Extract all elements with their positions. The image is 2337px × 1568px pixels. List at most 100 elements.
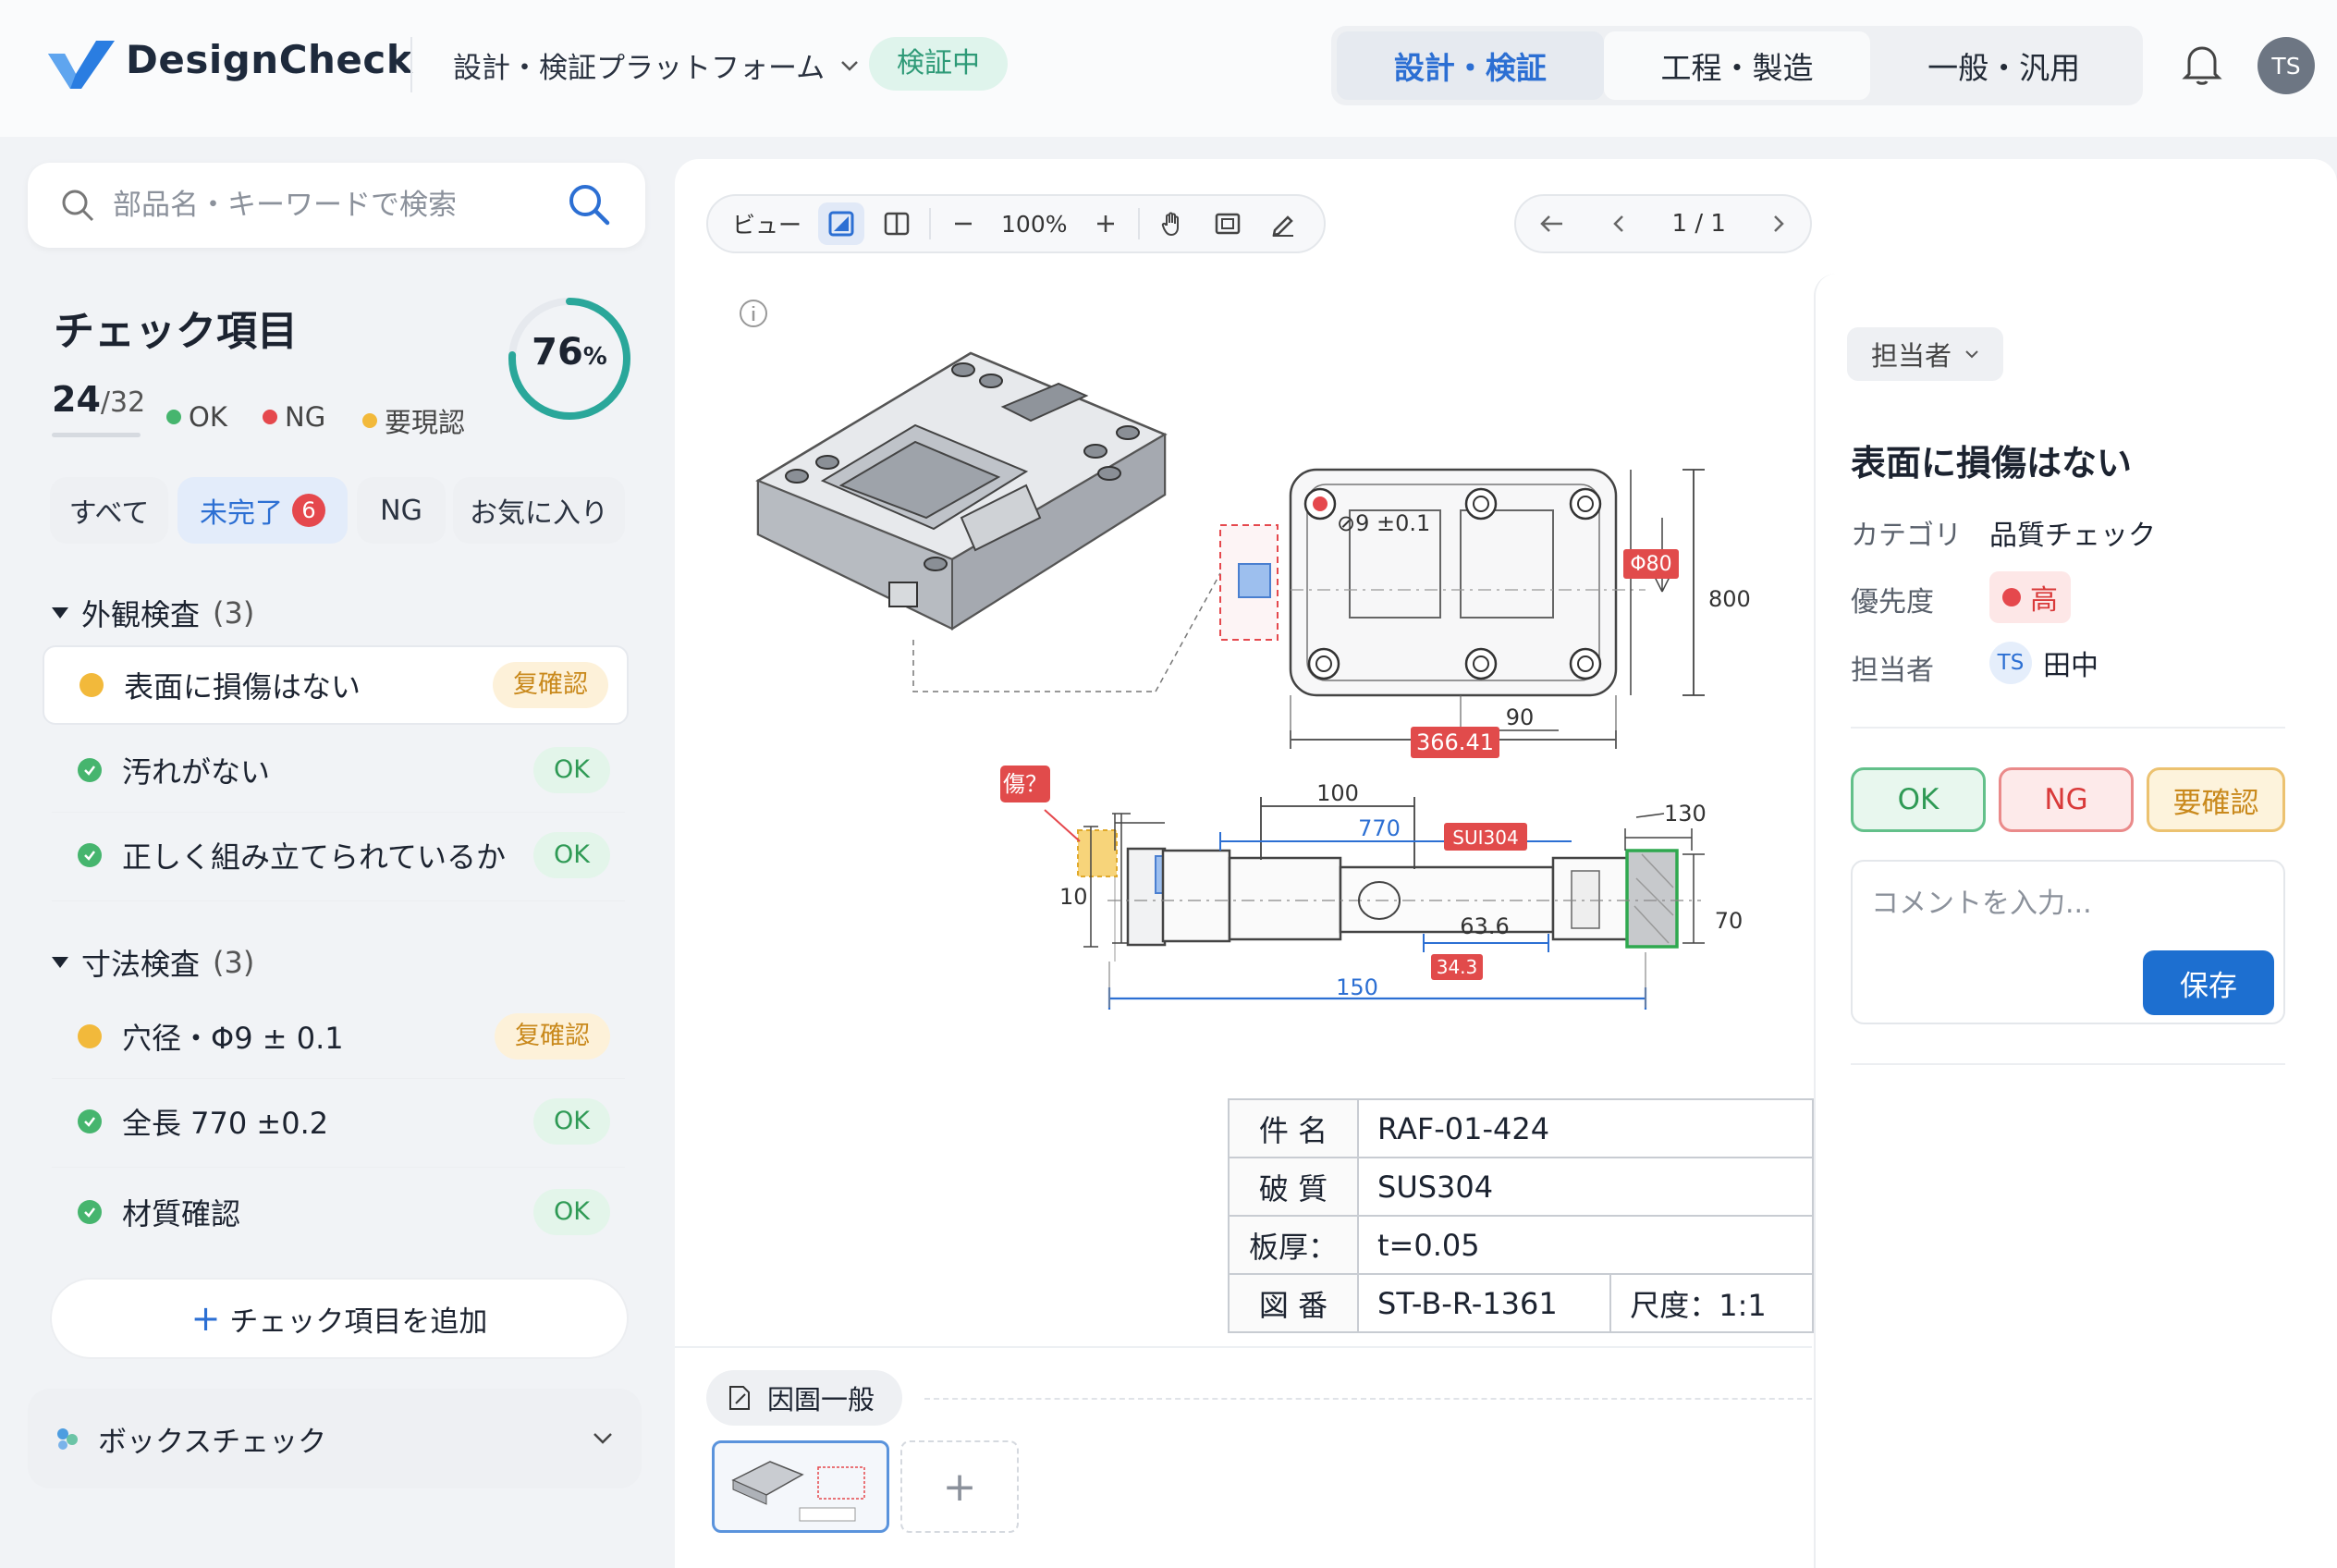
dim-63-6: 63.6 xyxy=(1460,913,1509,939)
ok-check-icon xyxy=(78,843,102,867)
add-check-item-button[interactable]: +チェック項目を追加 xyxy=(50,1278,629,1359)
priority-badge: 高 xyxy=(1989,571,2071,623)
width-90-dim: 90 xyxy=(1506,704,1535,730)
technical-drawing[interactable]: ⊘9 ±0.1 Φ80 800 90 366.41 傷？ 100 770 SUI… xyxy=(721,296,1812,1035)
zoom-out-button[interactable] xyxy=(940,202,986,245)
filter-ng[interactable]: NG xyxy=(357,477,446,544)
minus-icon xyxy=(955,222,973,226)
ok-check-icon xyxy=(78,1200,102,1224)
nav-tab-process-manufacturing[interactable]: 工程・製造 xyxy=(1603,31,1871,100)
page-indicator: 1 / 1 xyxy=(1671,210,1726,238)
info-icon[interactable] xyxy=(738,298,769,329)
check-item[interactable]: 全長 770 ±0.2 OK xyxy=(43,1082,629,1161)
check-item[interactable]: 穴径・Φ9 ± 0.1 复確認 xyxy=(43,997,629,1076)
legend-recheck: 要現認 xyxy=(362,401,465,440)
page-thumbnail[interactable] xyxy=(712,1440,889,1533)
zoom-level: 100% xyxy=(1001,210,1068,238)
layer-tab[interactable]: 因圄一般 xyxy=(706,1370,903,1426)
status-badge: OK xyxy=(533,1189,610,1235)
split-view-button[interactable] xyxy=(874,202,920,245)
isometric-part-view xyxy=(755,351,1221,692)
dim-100: 100 xyxy=(1316,780,1359,806)
arrow-left-icon[interactable] xyxy=(1538,213,1566,235)
ok-button[interactable]: OK xyxy=(1851,767,1986,832)
check-item[interactable]: 正しく組み立てられているか OK xyxy=(43,815,629,895)
group-header-dimensions[interactable]: 寸法検査 (3) xyxy=(52,941,254,984)
pen-icon xyxy=(1271,215,1293,237)
pan-tool-button[interactable] xyxy=(1149,202,1195,245)
check-item[interactable]: 汚れがない OK xyxy=(43,730,629,810)
ok-check-icon xyxy=(78,1109,102,1133)
search-submit-icon[interactable] xyxy=(566,181,612,227)
check-item[interactable]: 表面に損傷はない 复確認 xyxy=(43,645,629,725)
legend-ok: OK xyxy=(166,401,227,433)
recheck-dot-icon xyxy=(362,413,377,428)
cluster-icon xyxy=(57,1428,78,1450)
search-icon xyxy=(62,190,94,222)
table-cell: 尺度：1:1 xyxy=(1609,1273,1814,1333)
table-cell: SUS304 xyxy=(1357,1157,1814,1217)
ng-button[interactable]: NG xyxy=(1999,767,2134,832)
filter-all[interactable]: すべて xyxy=(50,477,168,544)
bell-icon[interactable] xyxy=(2182,43,2222,87)
category-label: カテゴリ xyxy=(1851,520,1962,552)
priority-dot-icon xyxy=(2002,588,2021,606)
chevron-down-icon[interactable] xyxy=(592,1431,614,1446)
chevron-right-icon[interactable] xyxy=(1769,213,1788,235)
chevron-left-icon[interactable] xyxy=(1609,213,1628,235)
divider xyxy=(1851,1063,2285,1065)
category-value: 品質チェック xyxy=(1989,512,2156,553)
search-box xyxy=(28,163,645,248)
defect-label: 傷？ xyxy=(1003,771,1047,797)
annotate-button[interactable] xyxy=(1260,202,1306,245)
view-label: ビュー xyxy=(732,212,802,239)
top-nav: 設計・検証 工程・製造 一般・汎用 xyxy=(1331,26,2143,105)
fit-view-button[interactable] xyxy=(1205,202,1251,245)
nav-tab-design-verify[interactable]: 設計・検証 xyxy=(1337,31,1604,100)
dim-150: 150 xyxy=(1336,974,1378,1000)
platform-label: 設計・検証プラットフォーム xyxy=(453,52,826,85)
group-count: (3) xyxy=(213,945,255,980)
dim-10: 10 xyxy=(1059,884,1088,910)
single-view-button[interactable] xyxy=(818,202,865,245)
divider xyxy=(1851,727,2285,729)
box-check-section[interactable]: ボックスチェック xyxy=(28,1389,642,1488)
save-button[interactable]: 保存 xyxy=(2143,950,2274,1015)
add-check-item-label: チェック項目を追加 xyxy=(229,1305,488,1339)
page-navigator: 1 / 1 xyxy=(1514,194,1812,253)
hole-dim-label: ⊘9 ±0.1 xyxy=(1337,510,1430,536)
plus-icon: + xyxy=(190,1298,221,1339)
group-name: 寸法検査 xyxy=(81,947,201,982)
table-cell: 図 番 xyxy=(1228,1273,1359,1333)
status-badge: 复確認 xyxy=(493,662,608,708)
user-avatar[interactable]: TS xyxy=(2257,37,2315,94)
priority-value[interactable]: 高 xyxy=(1989,571,2071,623)
status-badge: 検証中 xyxy=(869,37,1008,91)
search-input[interactable] xyxy=(113,183,538,227)
progress-ring-arc xyxy=(508,298,630,420)
zoom-in-button[interactable] xyxy=(1083,202,1129,245)
group-header-appearance[interactable]: 外観検査(3) xyxy=(52,592,254,634)
legend-ok-label: OK xyxy=(189,401,227,433)
done-count: 24 xyxy=(52,379,101,420)
table-cell: 破 質 xyxy=(1228,1157,1359,1217)
add-page-button[interactable]: + xyxy=(900,1440,1019,1533)
recheck-status-icon xyxy=(80,673,104,697)
comment-input[interactable] xyxy=(1871,880,2259,926)
check-item[interactable]: 材質確認 OK xyxy=(43,1172,629,1252)
nav-tab-general[interactable]: 一般・汎用 xyxy=(1927,50,2081,86)
legend-recheck-label: 要現認 xyxy=(385,407,466,438)
table-cell: RAF-01-424 xyxy=(1357,1098,1814,1158)
caret-down-icon xyxy=(52,607,68,619)
filter-favorites[interactable]: お気に入り xyxy=(453,477,625,544)
defect-marker[interactable] xyxy=(1000,766,1050,802)
platform-selector[interactable]: 設計・検証プラットフォーム xyxy=(453,44,860,86)
check-item-label: 材質確認 xyxy=(122,1196,241,1231)
assignee-dropdown[interactable]: 担当者 xyxy=(1847,327,2004,381)
material-tag: SUI304 xyxy=(1452,827,1518,849)
recheck-button[interactable]: 要確認 xyxy=(2147,767,2285,832)
recheck-status-icon xyxy=(78,1024,102,1048)
